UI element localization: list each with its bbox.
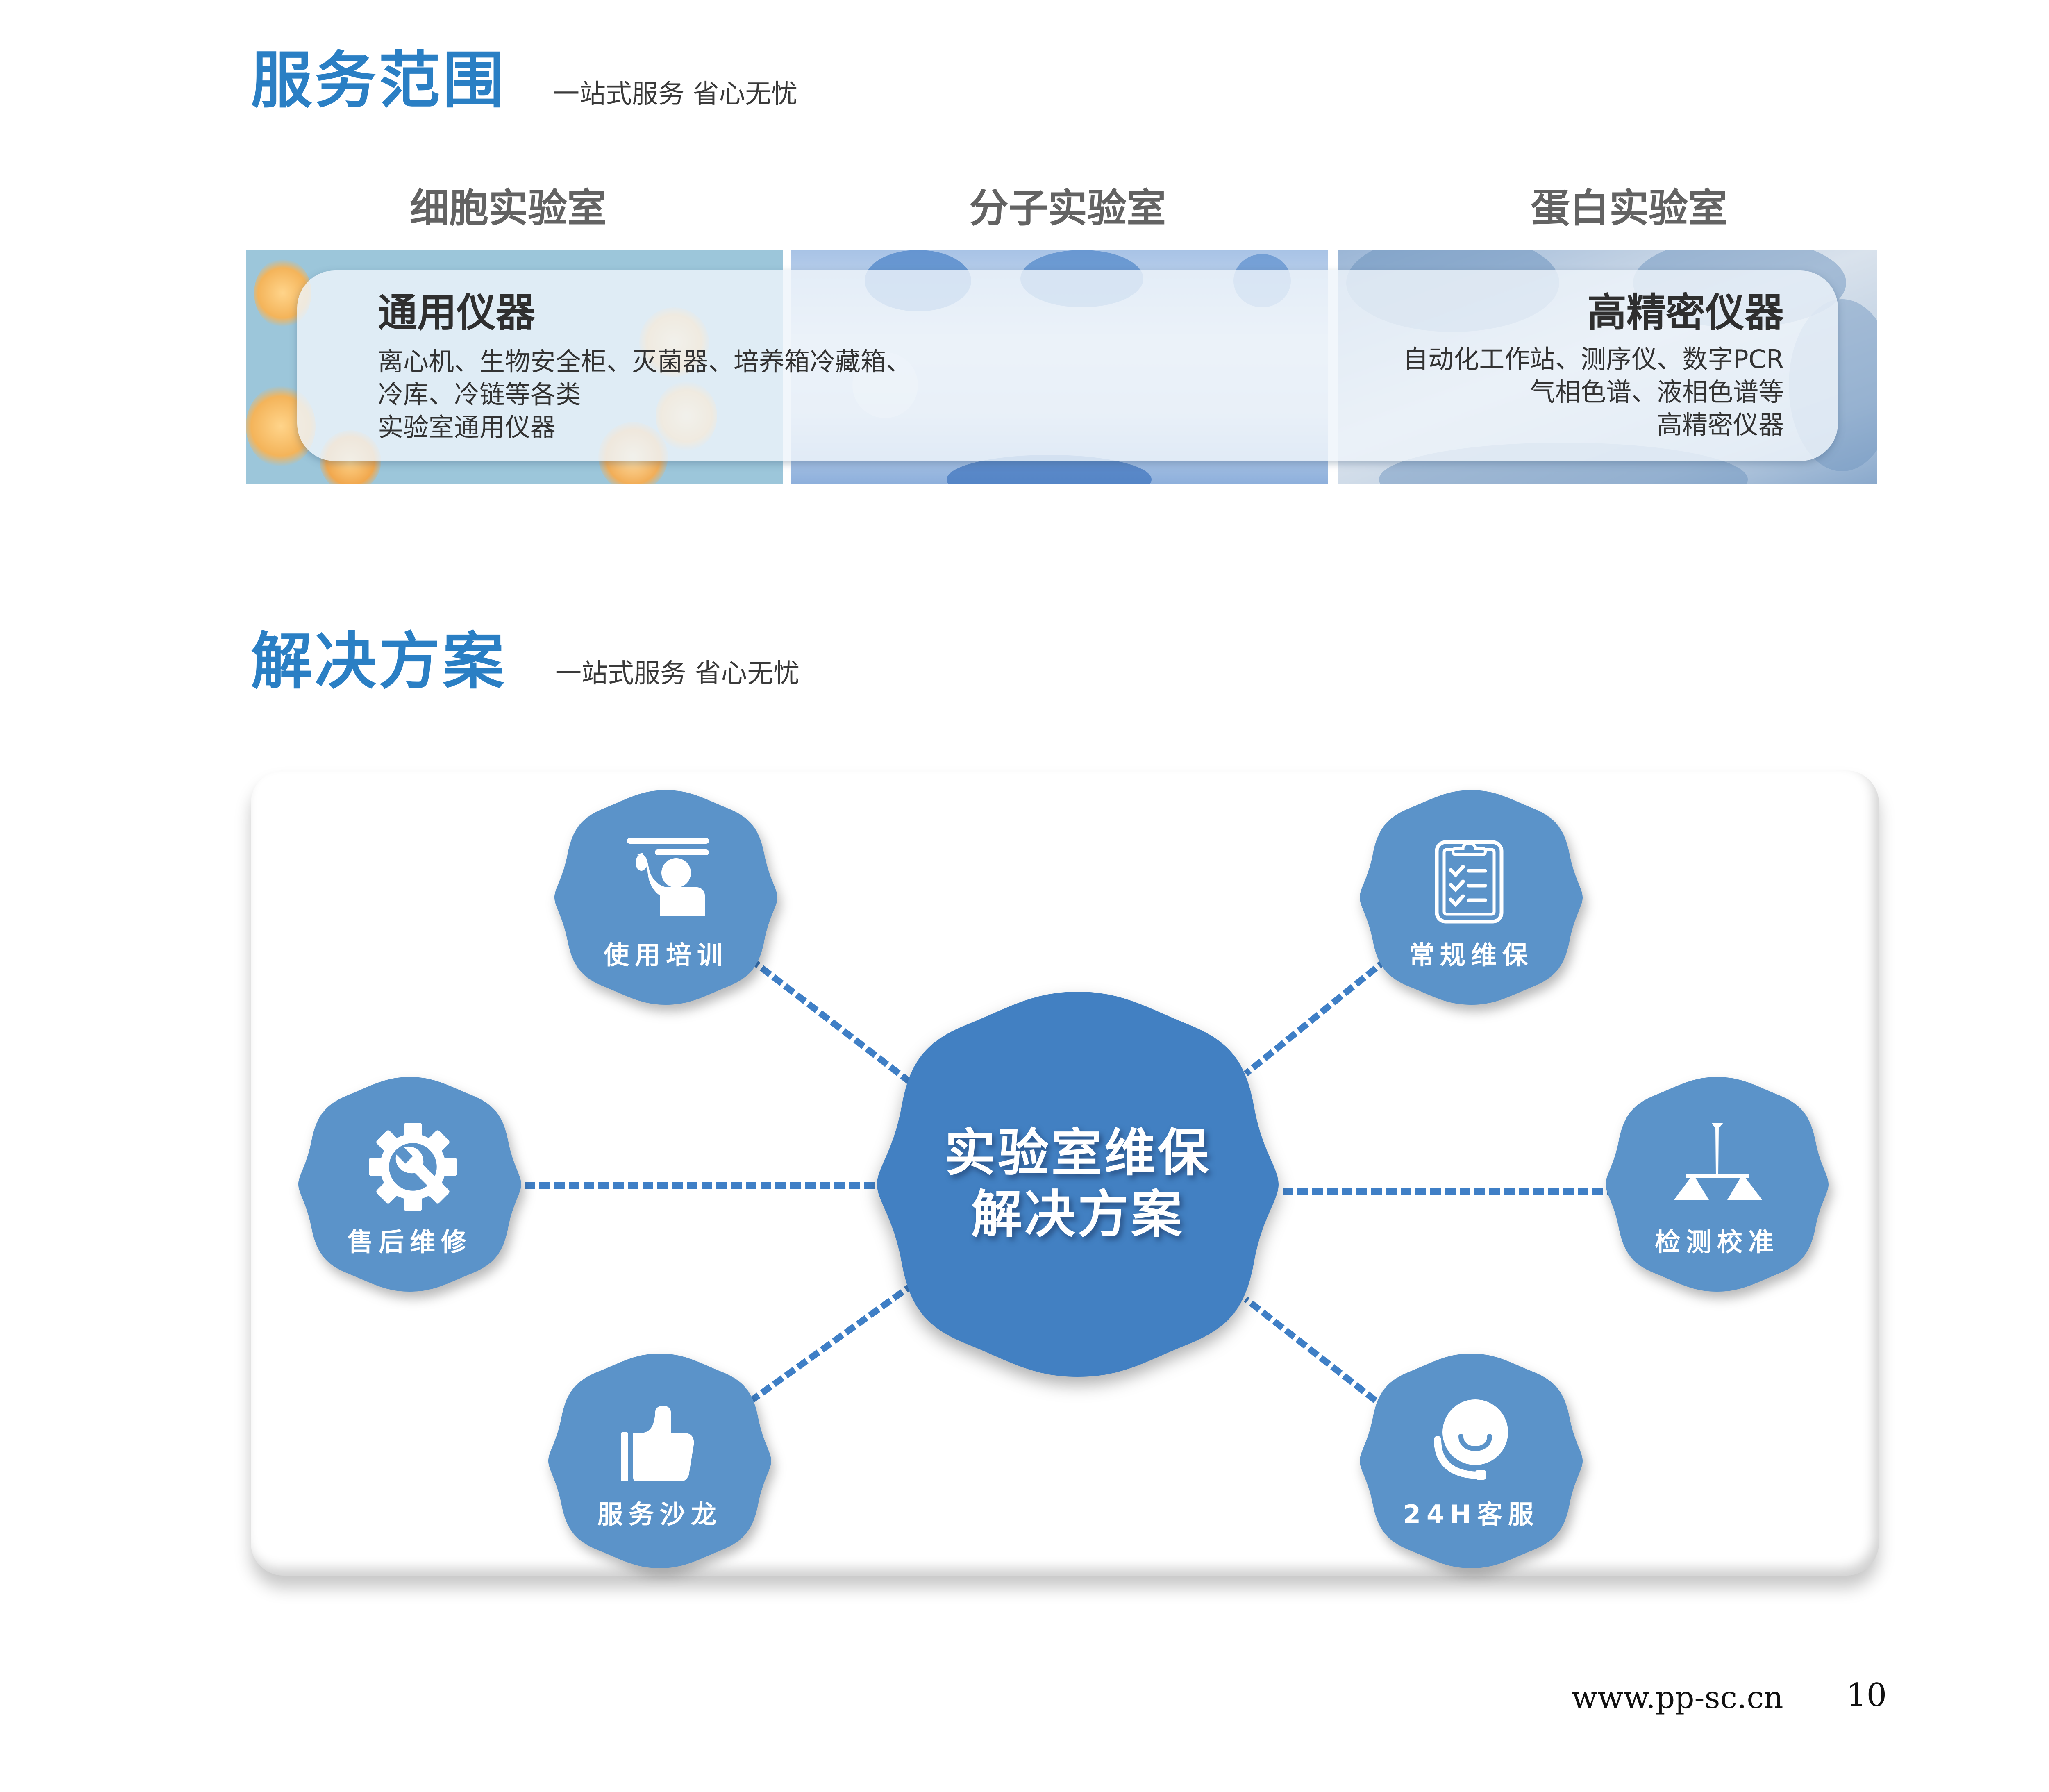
precision-instruments-line-2: 气相色谱、液相色谱等 [1529,377,1784,407]
lab-heading-cell: 细胞实验室 [410,185,607,231]
lab-heading-protein: 蛋白实验室 [1531,185,1727,231]
node-label: 常规维保 [1408,940,1533,970]
page-number: 10 [1846,1677,1887,1714]
footer-website-url: www.pp-sc.cn [1572,1680,1783,1715]
gear-wrench-icon [369,1123,457,1211]
scalloped-badge-shape [877,992,1279,1377]
node-label: 24H客服 [1403,1499,1540,1529]
instrument-info-panel [297,270,1838,461]
node-label: 检测校准 [1654,1227,1779,1257]
precision-instruments-line-1: 自动化工作站、测序仪、数字PCR [1403,344,1784,374]
service-scope-subtitle: 一站式服务 省心无忧 [553,79,798,109]
general-instruments-line-2: 冷库、冷链等各类 [378,379,582,409]
center-badge: 实验室维保 解决方案 [873,988,1283,1381]
thumbs-up-icon [621,1406,694,1481]
general-instruments-line-3: 实验室通用仪器 [378,412,556,442]
solutions-title: 解决方案 [251,626,507,697]
center-title-line-2: 解决方案 [971,1185,1184,1244]
center-title-line-1: 实验室维保 [944,1124,1211,1183]
node-label: 服务沙龙 [597,1499,722,1529]
training-icon [627,838,709,916]
service-scope-title: 服务范围 [251,45,507,116]
balance-lamp-icon [1674,1123,1762,1200]
node-routine-maintenance[interactable]: 常规维保 [1358,789,1584,1006]
node-training[interactable]: 使用培训 [553,789,779,1006]
scalloped-badge-shape [1360,790,1583,1005]
node-24h-customer-service[interactable]: 24H客服 [1358,1352,1584,1569]
node-testing-calibration[interactable]: 检测校准 [1604,1076,1830,1293]
node-service-salon[interactable]: 服务沙龙 [547,1352,772,1569]
general-instruments-line-1: 离心机、生物安全柜、灭菌器、培养箱冷藏箱、 [378,347,912,377]
scalloped-badge-shape [1606,1077,1829,1292]
lab-heading-molecular: 分子实验室 [969,185,1166,231]
solutions-subtitle: 一站式服务 省心无忧 [555,659,800,689]
headset-agent-icon [1434,1399,1508,1480]
node-after-sales-repair[interactable]: 售后维修 [297,1076,522,1293]
precision-instruments-line-3: 高精密仪器 [1656,410,1784,440]
node-label: 售后维修 [347,1227,472,1257]
node-label: 使用培训 [603,940,728,970]
clipboard-checklist-icon [1435,840,1504,924]
general-instruments-title: 通用仪器 [378,290,535,336]
precision-instruments-title: 高精密仪器 [1587,290,1784,336]
